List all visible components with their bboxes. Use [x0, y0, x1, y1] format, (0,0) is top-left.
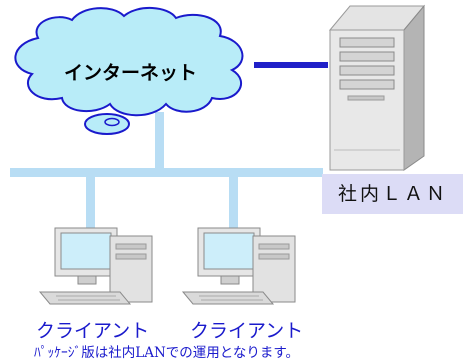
server-icon [328, 4, 426, 171]
internet-label: インターネット [64, 62, 198, 84]
server-link [254, 62, 328, 68]
client-pc-icon-2 [181, 227, 296, 305]
lan-drop-client-2 [229, 174, 238, 228]
lan-drop-to-cloud [155, 112, 164, 170]
client-label-2: クライアント [190, 320, 304, 342]
client-label-1: クライアント [36, 320, 150, 342]
lan-drop-client-1 [86, 174, 95, 228]
lan-backbone [10, 168, 323, 177]
package-note: ﾊﾟｯｹｰｼﾞ版は社内LANでの運用となります。 [34, 345, 300, 361]
lan-label: 社内ＬＡＮ [322, 174, 463, 214]
cloud-puff-inner [104, 117, 120, 127]
lan-lines [10, 112, 323, 228]
client-pc-icon-1 [38, 227, 153, 305]
internet-cloud-icon [14, 7, 244, 135]
